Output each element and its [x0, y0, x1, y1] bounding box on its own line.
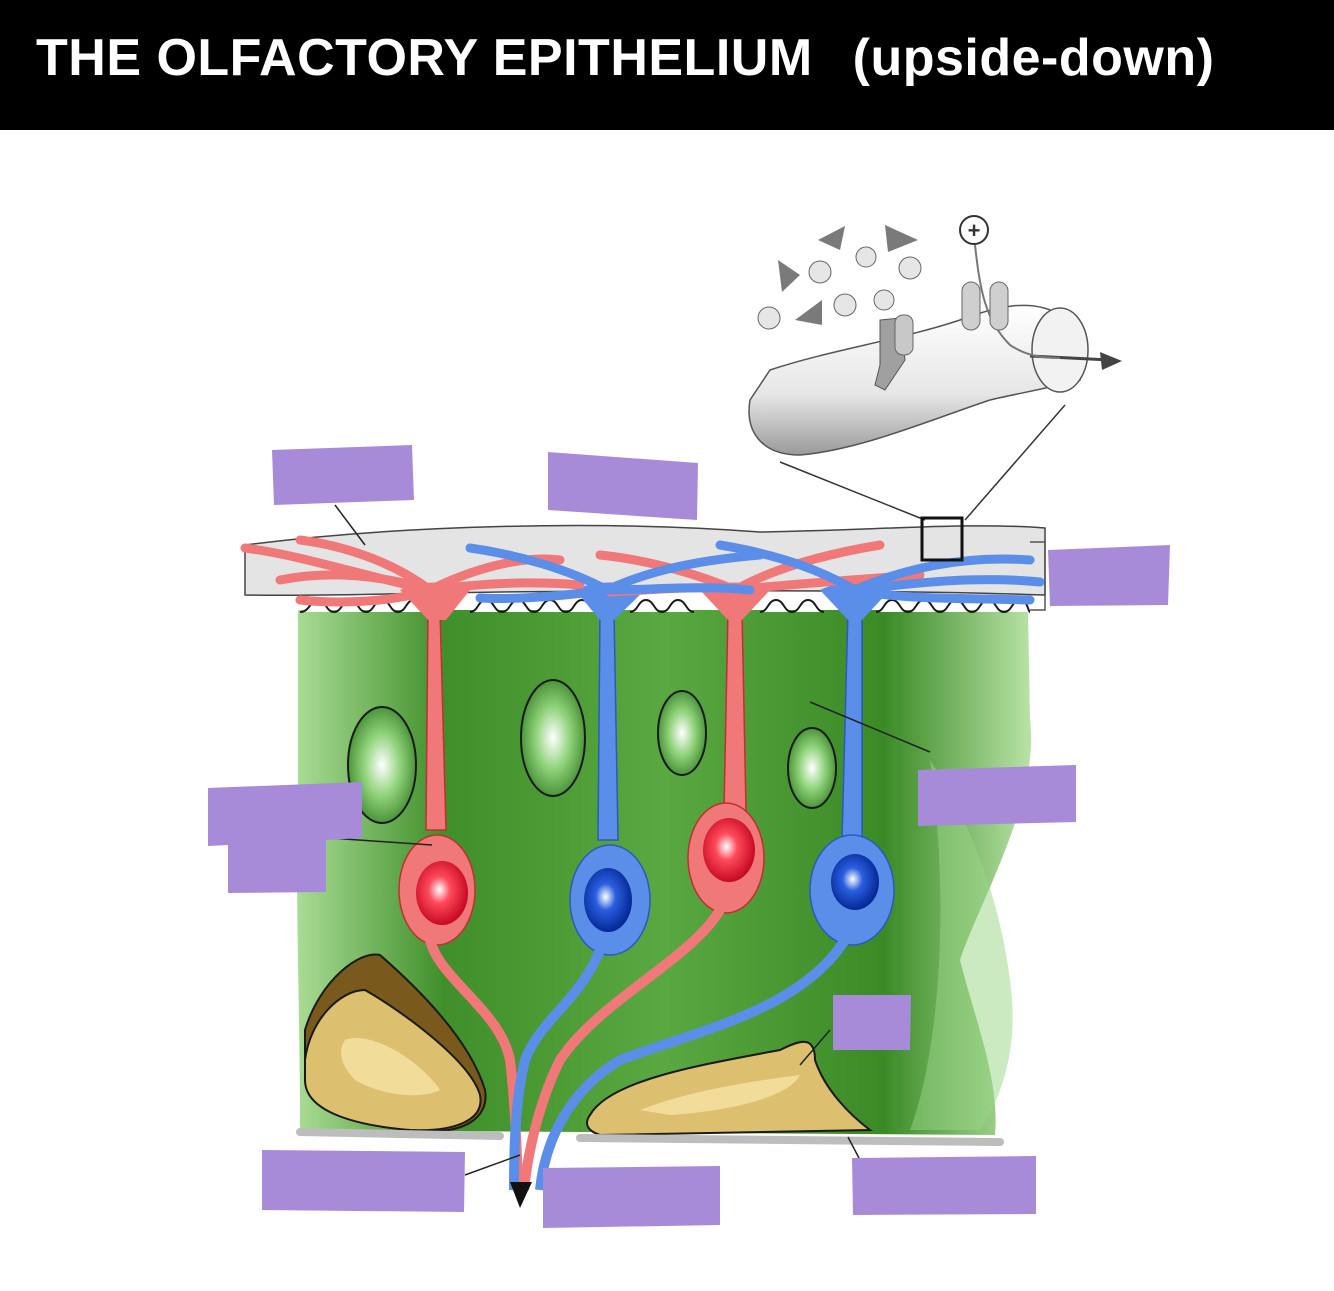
odorant-molecule: [833, 293, 857, 317]
inset-pointer-line: [964, 404, 1066, 521]
ion-channel-left: [961, 281, 981, 331]
receptor-protein: [894, 314, 914, 356]
olfactory-neuron-blue: [535, 582, 895, 1191]
nucleus-blue: [584, 868, 632, 932]
olfactory-neuron-blue: [509, 582, 651, 1191]
cilia-network: [240, 535, 1045, 607]
title-text: THE OLFACTORY EPITHELIUM: [36, 29, 813, 87]
dendrite-blue: [597, 609, 619, 841]
basement-membrane: [296, 1128, 1004, 1146]
cilium-end: [1031, 307, 1089, 393]
label-box[interactable]: [543, 1166, 720, 1228]
leader-line: [799, 1029, 831, 1066]
odorant-molecule: [808, 260, 832, 284]
cilium-inset: +: [748, 215, 1122, 521]
leader-line: [464, 1154, 521, 1176]
label-box[interactable]: [548, 452, 698, 520]
basal-cell-left-highlight: [341, 1038, 440, 1096]
plus-symbol: +: [968, 218, 981, 243]
axon-arrow-icon: [510, 1182, 532, 1208]
axon-red: [519, 907, 725, 1191]
olfactory-epithelium-diagram: +: [208, 215, 1170, 1228]
label-box[interactable]: [262, 1150, 465, 1212]
cilia-bracket: [1030, 541, 1046, 611]
cilium-tube: [748, 304, 1081, 456]
odorant-triangle: [795, 300, 822, 325]
odorant-molecule: [855, 246, 877, 268]
channel-wire: [974, 244, 1061, 359]
supporting-cell-nucleus: [787, 727, 837, 809]
supporting-cell-nucleus: [347, 706, 417, 824]
supporting-cell-nucleus: [657, 690, 707, 776]
cilium-arrowhead-icon: [1100, 352, 1122, 370]
ion-channel-right: [989, 281, 1009, 331]
subtitle-text: (upside-down): [852, 29, 1215, 87]
label-box[interactable]: [852, 1156, 1036, 1215]
leader-line: [334, 504, 366, 546]
nucleus-red: [416, 861, 468, 925]
cilia-blue: [465, 543, 765, 603]
label-box[interactable]: [208, 782, 362, 893]
dendrite-red: [723, 609, 747, 811]
label-box[interactable]: [1048, 545, 1170, 606]
leader-line: [847, 1136, 861, 1161]
page-title: THE OLFACTORY EPITHELIUM (upside-down): [36, 28, 1214, 88]
odorant-triangle: [885, 225, 918, 252]
leader-lines: [329, 504, 931, 1176]
basal-cell-right-highlight: [640, 1075, 800, 1115]
odorant-molecule: [873, 289, 895, 311]
leader-line: [809, 701, 931, 753]
plus-symbol-circle: [959, 215, 989, 245]
odorant-molecule: [898, 256, 922, 280]
label-box[interactable]: [272, 445, 414, 505]
label-box[interactable]: [833, 995, 911, 1050]
magnifier-box: [920, 516, 964, 562]
leader-line: [329, 837, 433, 846]
title-bar: THE OLFACTORY EPITHELIUM (upside-down): [0, 0, 1334, 130]
odorant-triangle: [778, 260, 800, 292]
inset-pointer-line: [779, 461, 926, 521]
epithelium-fade-right: [910, 760, 1013, 1130]
label-boxes: [208, 445, 1170, 1228]
supporting-cell-nucleus: [520, 679, 586, 797]
cilia-red: [240, 535, 585, 607]
odorant-molecule: [757, 306, 781, 330]
axon-blue: [535, 937, 850, 1191]
cilia-blue: [715, 540, 1045, 605]
label-box[interactable]: [918, 765, 1076, 826]
nucleus-blue: [831, 854, 879, 910]
nucleus-red: [703, 818, 755, 882]
olfactory-neuron-red: [519, 582, 770, 1191]
axon-blue: [509, 948, 605, 1191]
odorant-triangle: [818, 226, 845, 250]
